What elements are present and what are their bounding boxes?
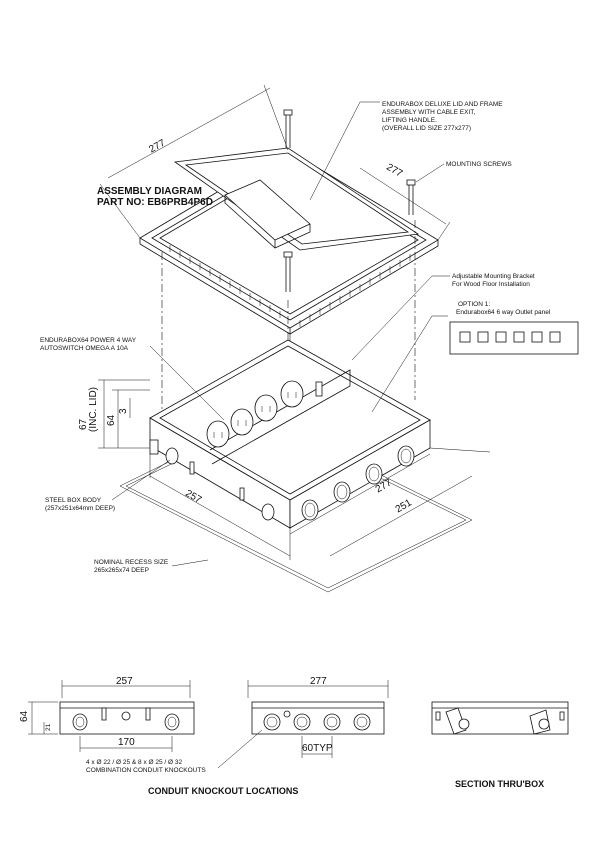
- frame-teeth: [169, 245, 411, 327]
- callout-recess: NOMINAL RECESS SIZE 265x265x74 DEEP: [94, 559, 209, 574]
- box-height-dims: 67 (INC. LID) 64 3: [78, 379, 150, 449]
- knockout-note: 4 x Ø 22 / Ø 25 & 8 x Ø 25 / Ø 32 COMBIN…: [86, 729, 263, 774]
- svg-text:265x265x74 DEEP: 265x265x74 DEEP: [94, 567, 149, 574]
- assembly-title: ASSEMBLY DIAGRAM: [97, 186, 202, 197]
- svg-text:4 x Ø 22 / Ø 25 & 8 x Ø 25 / Ø: 4 x Ø 22 / Ø 25 & 8 x Ø 25 / Ø 32: [86, 759, 182, 766]
- caption-knockouts: CONDUIT KNOCKOUT LOCATIONS: [148, 786, 298, 796]
- svg-text:OPTION 1:: OPTION 1:: [458, 301, 490, 308]
- power-outlets: [206, 380, 304, 448]
- svg-text:(257x251x64mm DEEP): (257x251x64mm DEEP): [45, 505, 115, 512]
- svg-text:ENDURABOX DELUXE LID AND FRAME: ENDURABOX DELUXE LID AND FRAME: [382, 101, 503, 108]
- callout-screws: MOUNTING SCREWS: [415, 161, 512, 183]
- side-view-middle: 277 60TYP: [247, 676, 389, 758]
- svg-text:NOMINAL RECESS SIZE: NOMINAL RECESS SIZE: [94, 559, 169, 566]
- svg-text:STEEL BOX BODY: STEEL BOX BODY: [45, 497, 102, 504]
- box-width-label: 257: [183, 488, 203, 506]
- left-centres-label: 170: [118, 737, 135, 748]
- svg-text:For Wood Floor Installation: For Wood Floor Installation: [452, 281, 530, 288]
- height-box-label: 64: [106, 414, 117, 426]
- svg-text:Endurabox64 6 way Outlet panel: Endurabox64 6 way Outlet panel: [456, 309, 551, 316]
- callout-option-panel: OPTION 1: Endurabox64 6 way Outlet panel: [371, 301, 579, 413]
- part-number: PART NO: EB6PRB4P6D: [97, 197, 213, 208]
- svg-text:(OVERALL LID SIZE 277x277): (OVERALL LID SIZE 277x277): [382, 125, 471, 132]
- mid-width-label: 277: [310, 676, 327, 687]
- mounting-screw-right: [406, 179, 416, 215]
- lid-width-label: 277: [147, 137, 167, 155]
- svg-text:LIFTING HANDLE.: LIFTING HANDLE.: [382, 117, 437, 124]
- typ-spacing-label: 60TYP: [302, 743, 333, 754]
- mounting-screw-bottom: [283, 251, 293, 292]
- left-width-label: 257: [116, 676, 133, 687]
- section-view-right: [431, 701, 569, 735]
- mounting-brackets: [149, 381, 323, 455]
- lid-frame-assembly: [139, 147, 439, 335]
- left-height2-label: 21: [45, 723, 52, 731]
- lid-depth-label: 277: [384, 162, 404, 180]
- caption-section: SECTION THRU'BOX: [455, 779, 544, 789]
- callout-steel: STEEL BOX BODY (257x251x64mm DEEP): [45, 459, 171, 512]
- svg-text:ASSEMBLY WITH CABLE EXIT,: ASSEMBLY WITH CABLE EXIT,: [382, 109, 476, 116]
- box-depth-label: 251: [394, 497, 414, 515]
- front-knockouts: [301, 445, 415, 521]
- mounting-screw-top: [283, 109, 293, 148]
- callout-lid: ENDURABOX DELUXE LID AND FRAME ASSEMBLY …: [309, 101, 503, 201]
- inc-lid-label: (INC. LID): [88, 387, 99, 432]
- steel-box-body: [149, 339, 431, 529]
- svg-text:MOUNTING SCREWS: MOUNTING SCREWS: [446, 161, 512, 168]
- callout-bracket: Adjustable Mounting Bracket For Wood Flo…: [351, 273, 535, 361]
- left-height-label: 64: [19, 710, 30, 722]
- svg-text:COMBINATION CONDUIT KNOCKOUTS: COMBINATION CONDUIT KNOCKOUTS: [86, 767, 206, 774]
- svg-text:AUTOSWITCH OMEGA A 10A: AUTOSWITCH OMEGA A 10A: [40, 345, 129, 352]
- front-view-left: 257 64 21 170: [19, 676, 195, 752]
- height-total-label: 67: [78, 418, 89, 430]
- svg-text:Adjustable Mounting Bracket: Adjustable Mounting Bracket: [452, 273, 535, 280]
- svg-text:ENDURABOX64 POWER 4 WAY: ENDURABOX64 POWER 4 WAY: [40, 337, 137, 344]
- height-lid-label: 3: [118, 408, 129, 414]
- callout-power: ENDURABOX64 POWER 4 WAY AUTOSWITCH OMEGA…: [40, 337, 225, 421]
- side-knockouts: [165, 447, 275, 521]
